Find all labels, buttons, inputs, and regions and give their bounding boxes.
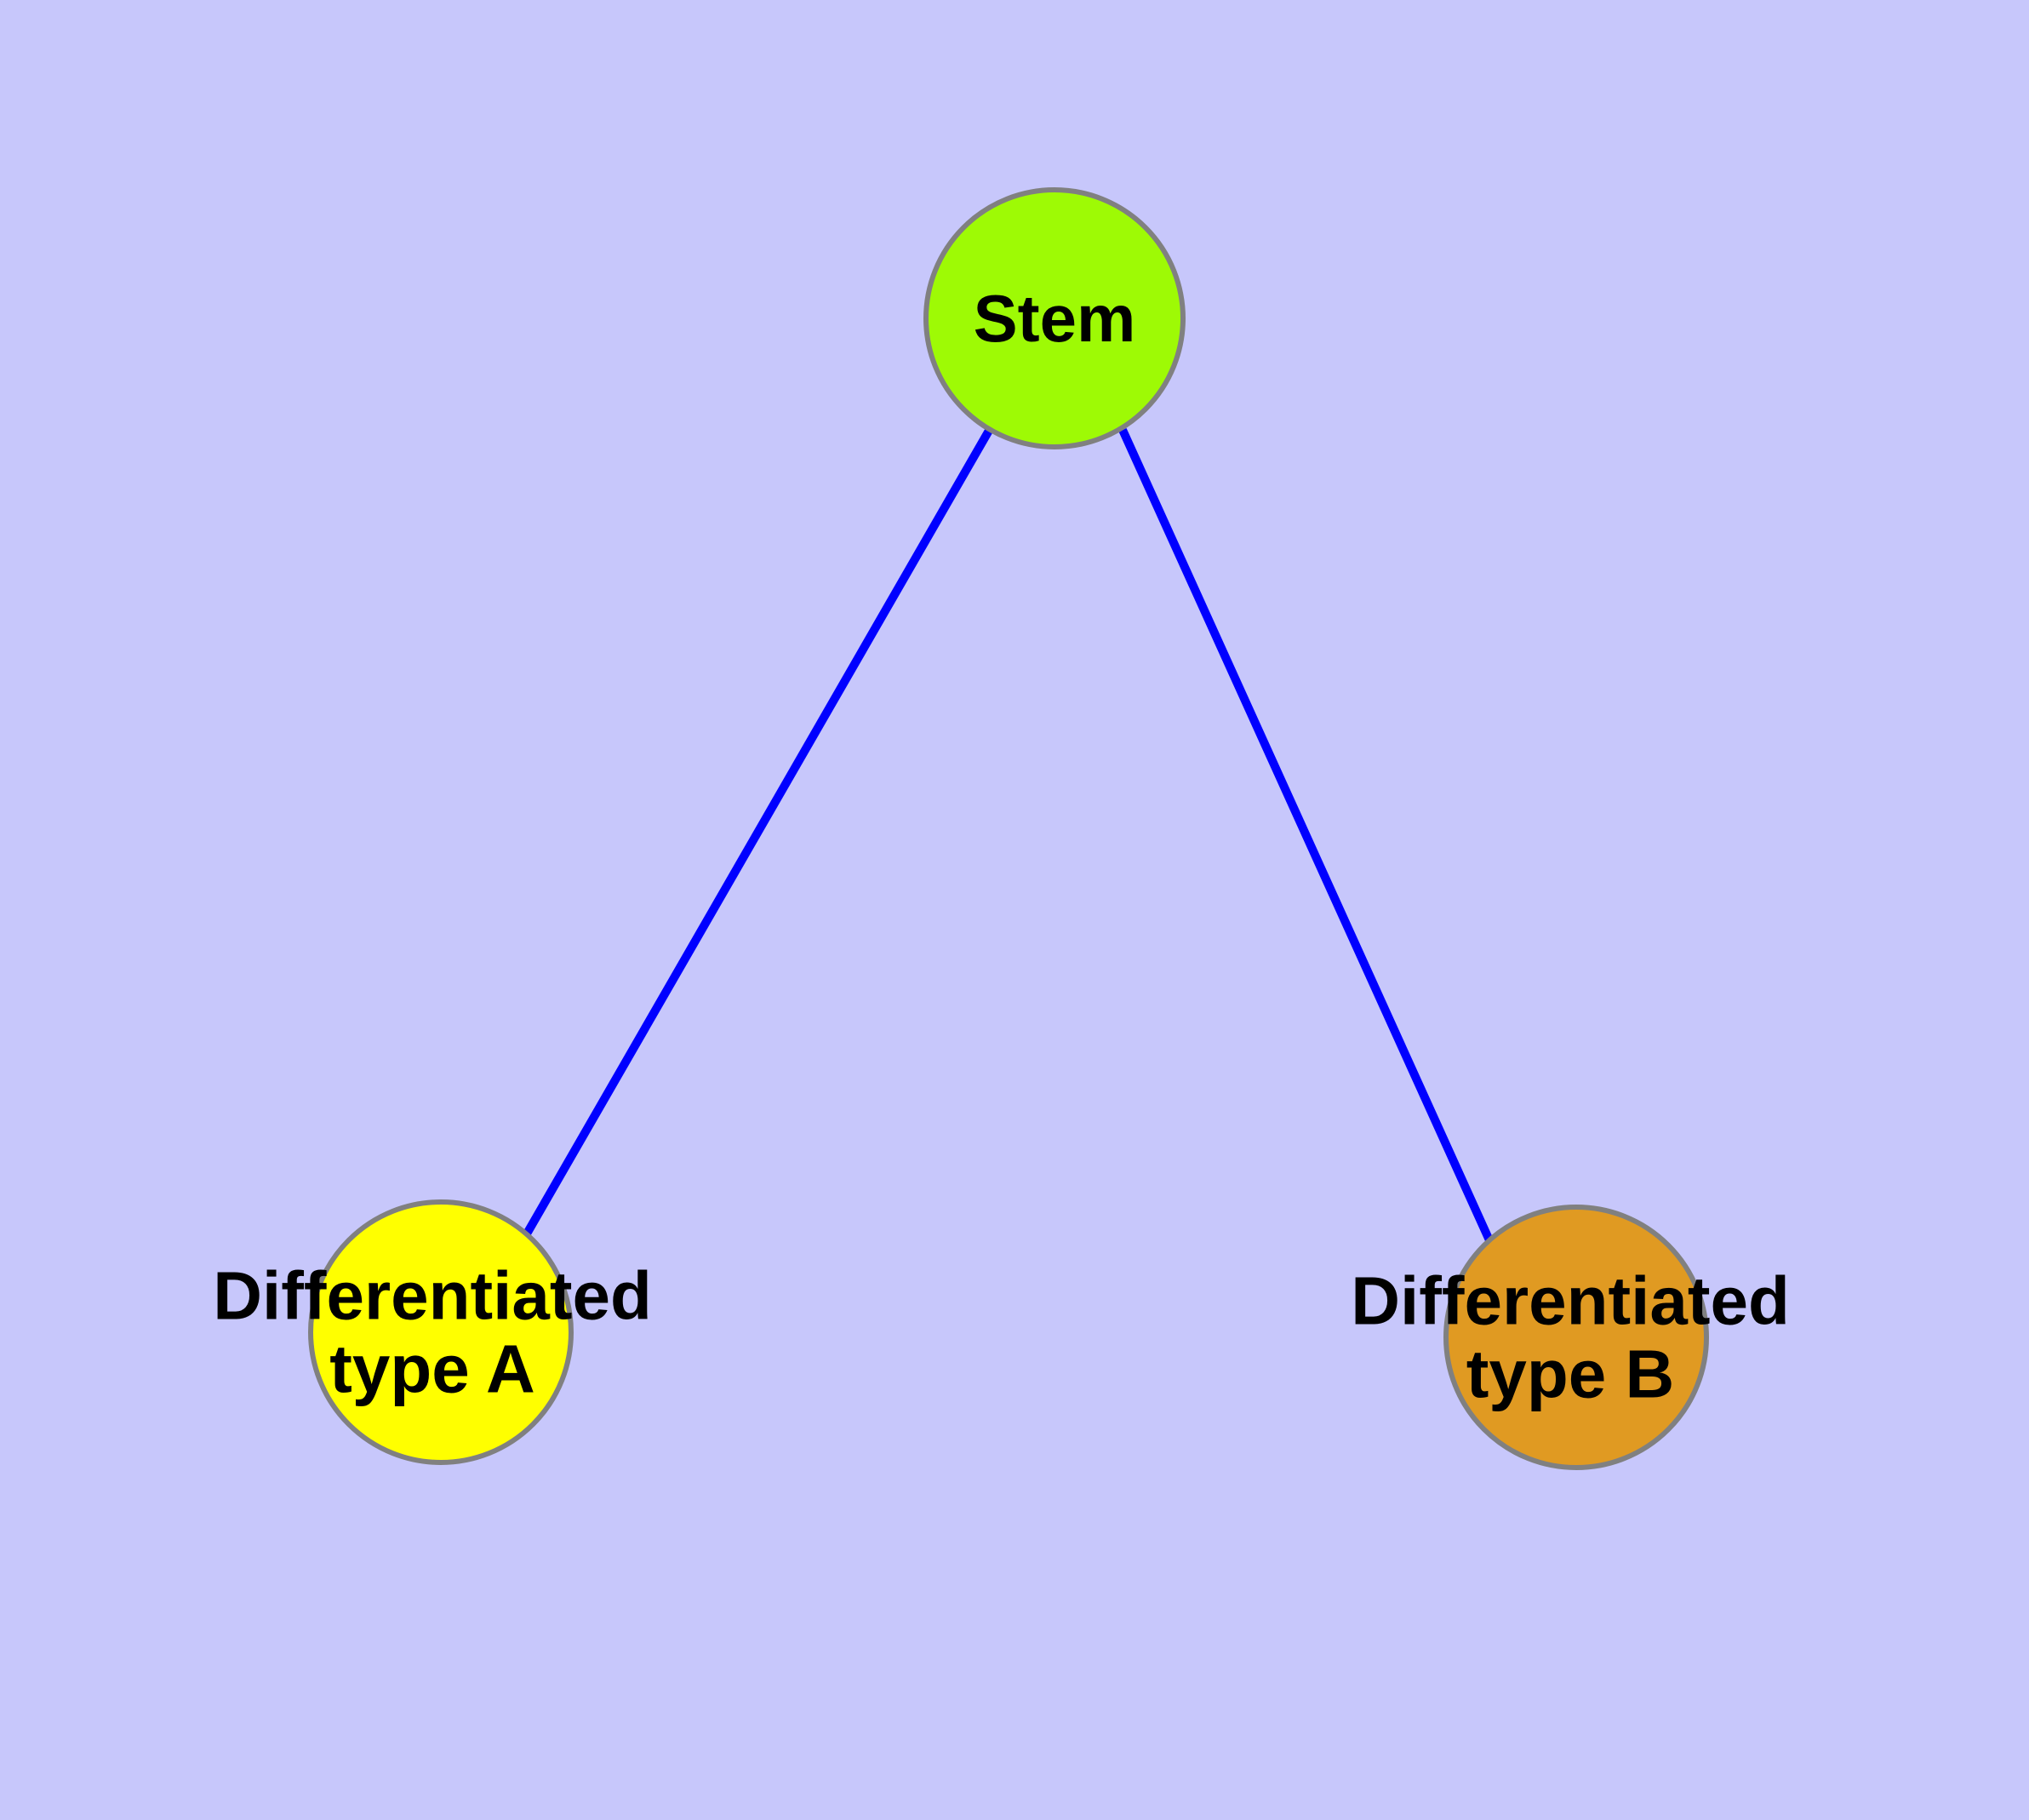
edge-layer: [522, 426, 1494, 1243]
node-differentiated-type-a[interactable]: [308, 1199, 574, 1465]
node-stem[interactable]: [923, 187, 1186, 449]
node-differentiated-type-b[interactable]: [1443, 1205, 1709, 1470]
edge-stem-to-differentiated-type-b[interactable]: [1118, 427, 1494, 1243]
edge-stem-to-differentiated-type-a[interactable]: [522, 426, 994, 1238]
node-layer: [308, 187, 1709, 1470]
